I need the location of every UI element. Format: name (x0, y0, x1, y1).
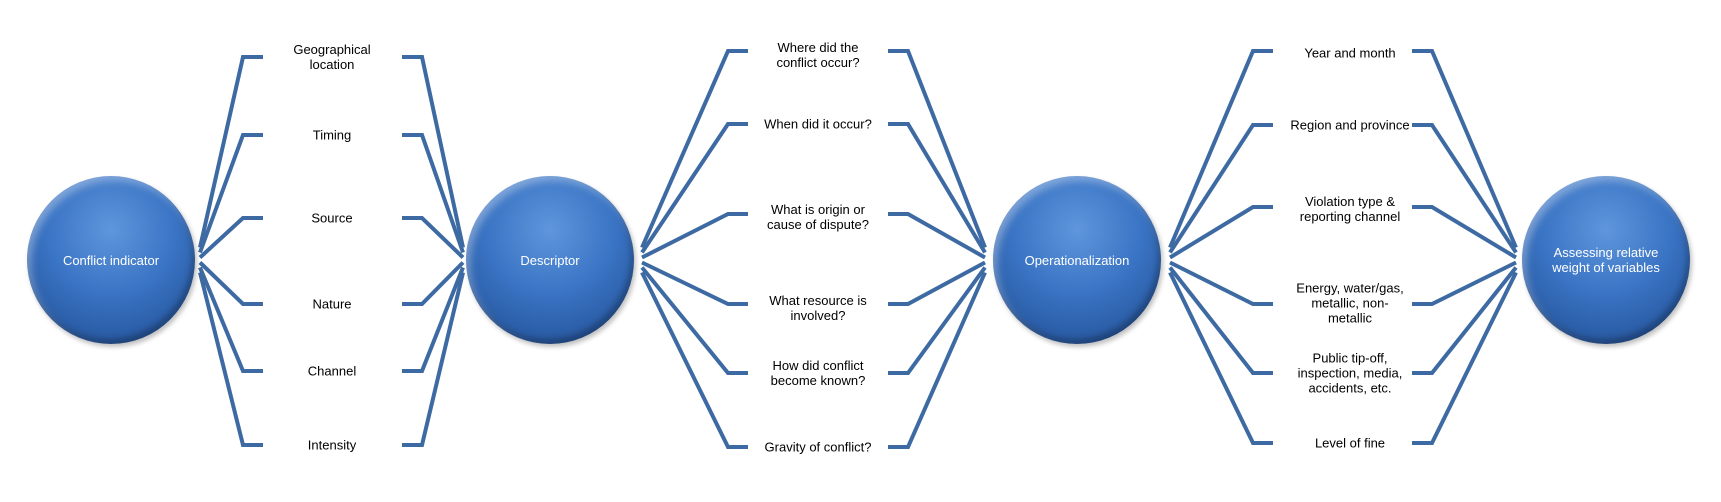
group3-right-connector (1412, 266, 1518, 375)
group2-right-connector (888, 122, 987, 254)
group1-left-connector (198, 216, 263, 259)
group1-label: Geographical location (293, 42, 371, 72)
group1-right-connector (402, 261, 465, 306)
group2-left-connector (641, 212, 748, 260)
group3-right-connector (1412, 271, 1518, 445)
group1-right-connector (402, 216, 465, 259)
group3-right-connector (1412, 49, 1518, 249)
group2-left-connector (640, 122, 748, 254)
group3-left-connector (1168, 205, 1273, 260)
group2-left-connector (640, 266, 748, 375)
group2-right-connector (888, 266, 987, 375)
group1-right-connector (402, 272, 465, 447)
group1-left-connector (198, 272, 263, 447)
group1-label: Channel (307, 363, 357, 379)
group2-right-connector (888, 49, 987, 249)
group2-left-connector (641, 260, 748, 306)
group3-label: Level of fine (1314, 435, 1386, 451)
group3-label: Violation type & reporting channel (1299, 194, 1401, 224)
group1-label: Nature (312, 296, 352, 312)
group3-left-connector (1169, 260, 1273, 306)
group3-label: Region and province (1290, 117, 1410, 133)
group1-left-connector (198, 55, 263, 248)
group3-label: Public tip-off, inspection, media, accid… (1297, 350, 1403, 396)
group1-left-connector (198, 133, 263, 254)
group3-right-connector (1412, 205, 1518, 260)
group2-label: What is origin or cause of dispute? (767, 202, 869, 232)
group1-label: Source (311, 210, 353, 226)
group2-right-connector (888, 271, 987, 449)
group3-left-connector (1168, 266, 1273, 375)
group1-label: Intensity (307, 437, 357, 453)
group1-left-connector (198, 266, 263, 373)
group2-left-connector (640, 271, 748, 449)
group3-label: Energy, water/gas, metallic, non- metall… (1296, 280, 1404, 326)
group2-label: Where did the conflict occur? (776, 40, 860, 70)
group1-left-connector (198, 261, 263, 306)
group3-label: Year and month (1304, 45, 1396, 61)
group3-left-connector (1168, 271, 1273, 445)
group3-right-connector (1412, 123, 1518, 254)
node-descriptor: Descriptor (466, 176, 634, 344)
group3-right-connector (1412, 260, 1517, 306)
group3-left-connector (1168, 123, 1273, 254)
group3-left-connector (1168, 49, 1273, 249)
node-conflict-indicator: Conflict indicator (27, 176, 195, 344)
group2-right-connector (888, 260, 986, 306)
group1-right-connector (402, 55, 465, 248)
node-assessing-relative-weight: Assessing relative weight of variables (1522, 176, 1690, 344)
group1-right-connector (402, 133, 465, 254)
node-operationalization: Operationalization (993, 176, 1161, 344)
group1-right-connector (402, 266, 465, 373)
group2-left-connector (640, 49, 748, 249)
group1-label: Timing (312, 127, 352, 143)
group2-label: What resource is involved? (769, 293, 867, 323)
group2-label: How did conflict become known? (770, 358, 866, 388)
group2-label: When did it occur? (764, 116, 872, 132)
group2-label: Gravity of conflict? (764, 439, 872, 455)
group2-right-connector (888, 212, 986, 260)
